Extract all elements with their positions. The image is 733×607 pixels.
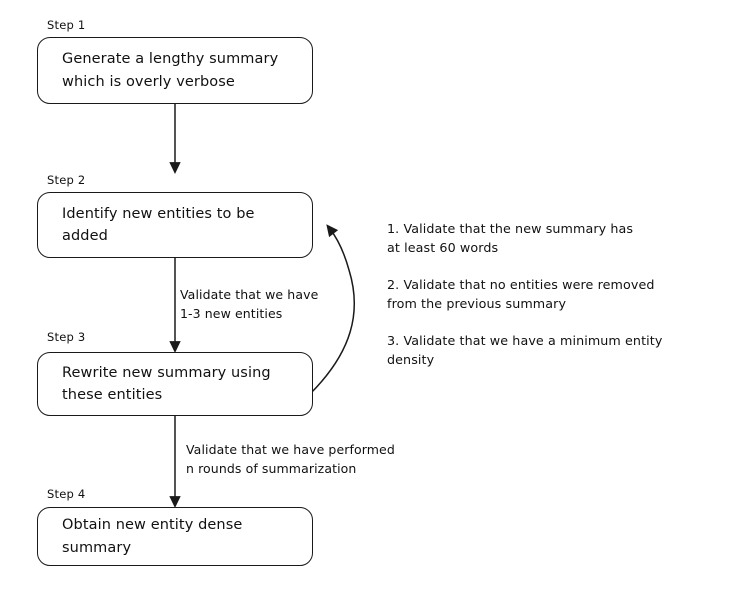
step-2-text: Identify new entities to be added — [62, 205, 255, 244]
step-2-box[interactable]: Identify new entities to be added — [37, 192, 313, 258]
validation-item-3: 3. Validate that we have a minimum entit… — [387, 333, 663, 368]
validation-list: 1. Validate that the new summary has at … — [387, 219, 707, 387]
step-1-text: Generate a lengthy summary which is over… — [62, 51, 279, 90]
step-4-text: Obtain new entity dense summary — [62, 517, 243, 556]
step-3-text: Rewrite new summary using these entities — [62, 364, 271, 403]
step-2-label: Step 2 — [47, 173, 86, 187]
step-1-label: Step 1 — [47, 18, 86, 32]
validation-item-2: 2. Validate that no entities were remove… — [387, 277, 655, 312]
step-4-box[interactable]: Obtain new entity dense summary — [37, 507, 313, 566]
edge-label-entities: Validate that we have 1-3 new entities — [180, 287, 319, 321]
step-4-label: Step 4 — [47, 487, 86, 501]
validation-item-1: 1. Validate that the new summary has at … — [387, 221, 634, 256]
step-3-label: Step 3 — [47, 330, 86, 344]
step-3-box[interactable]: Rewrite new summary using these entities — [37, 352, 313, 416]
step-1-box[interactable]: Generate a lengthy summary which is over… — [37, 37, 313, 104]
edge-label-rounds: Validate that we have performed n rounds… — [186, 442, 395, 476]
